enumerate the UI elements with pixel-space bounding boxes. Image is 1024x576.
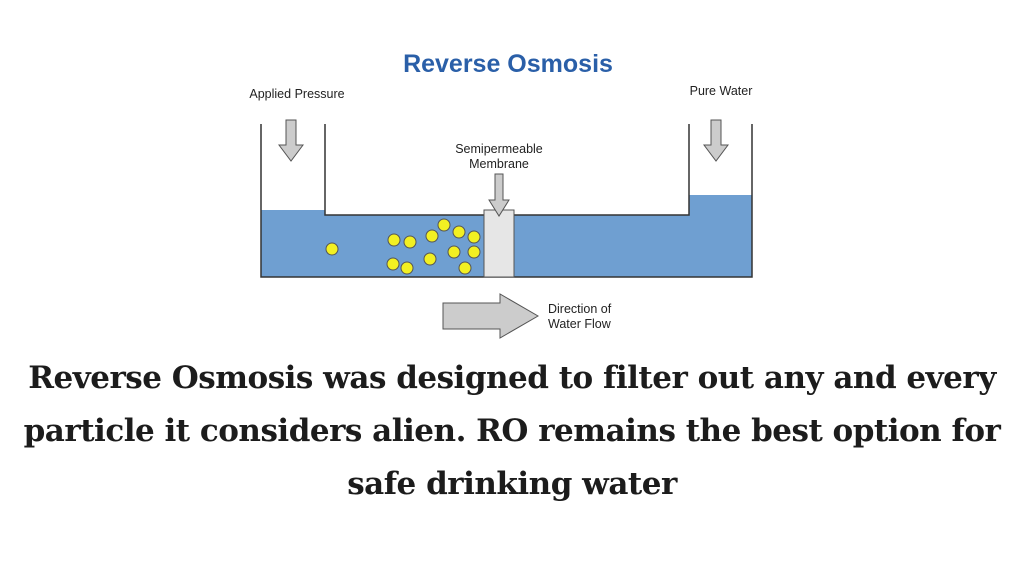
particle — [325, 242, 339, 256]
particle — [425, 229, 439, 243]
caption-text: Reverse Osmosis was designed to filter o… — [23, 360, 1001, 502]
flow-label-line1: Direction of — [548, 302, 612, 316]
particles — [325, 218, 481, 275]
membrane-label-line1: Semipermeable — [455, 142, 543, 156]
semipermeable-membrane — [483, 209, 515, 278]
particle — [386, 257, 400, 271]
particle — [400, 261, 414, 275]
particle — [452, 225, 466, 239]
diagram-title: Reverse Osmosis — [403, 50, 613, 78]
reverse-osmosis-diagram: Reverse Osmosis Applied Pressure Pure Wa… — [249, 50, 753, 339]
particle — [467, 230, 481, 244]
particle — [387, 233, 401, 247]
pure-water-arrow-icon — [703, 119, 729, 162]
particle — [447, 245, 461, 259]
particle — [458, 261, 472, 275]
particle — [403, 235, 417, 249]
applied-pressure-label: Applied Pressure — [249, 87, 344, 101]
membrane-label-line2: Membrane — [469, 157, 529, 171]
particle — [467, 245, 481, 259]
applied-pressure-arrow-icon — [278, 119, 304, 162]
particle — [423, 252, 437, 266]
pure-water-label: Pure Water — [690, 84, 753, 98]
membrane-pointer-arrow-icon — [488, 173, 510, 217]
flow-label-line2: Water Flow — [548, 317, 612, 331]
water-flow-arrow-icon — [442, 293, 539, 339]
particle — [437, 218, 451, 232]
